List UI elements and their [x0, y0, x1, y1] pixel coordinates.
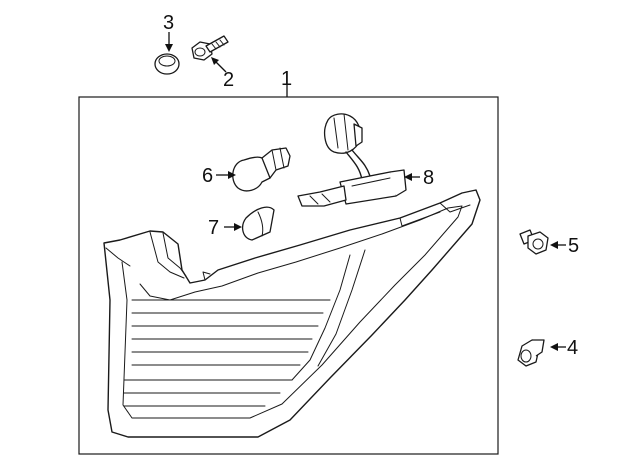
callout-7-arrowhead — [234, 223, 242, 231]
cap-3 — [154, 53, 180, 75]
callout-2-arrowhead — [211, 57, 219, 65]
tail-lamp-housing — [103, 189, 481, 438]
callout-5-arrowhead — [550, 241, 558, 249]
callout-2-leader — [215, 61, 227, 73]
assembly-frame — [78, 96, 499, 455]
callout-number-2: 2 — [223, 69, 234, 91]
bolt-2 — [191, 35, 229, 61]
callout-number-1: 1 — [281, 68, 292, 90]
callout-number-7: 7 — [208, 217, 219, 239]
callout-3-arrowhead — [165, 44, 173, 52]
callout-number-3: 3 — [163, 12, 174, 34]
socket-harness-8 — [297, 113, 407, 207]
callout-number-6: 6 — [202, 165, 213, 187]
callout-8-arrowhead — [404, 173, 412, 181]
bulb-7 — [241, 206, 275, 241]
callout-number-4: 4 — [567, 337, 578, 359]
callout-6-arrowhead — [228, 171, 236, 179]
callout-number-5: 5 — [568, 235, 579, 257]
callout-number-8: 8 — [423, 167, 434, 189]
bulb-6 — [232, 147, 291, 192]
callout-4-arrowhead — [550, 343, 558, 351]
bolt-5 — [519, 229, 549, 255]
nut-4 — [517, 339, 545, 367]
